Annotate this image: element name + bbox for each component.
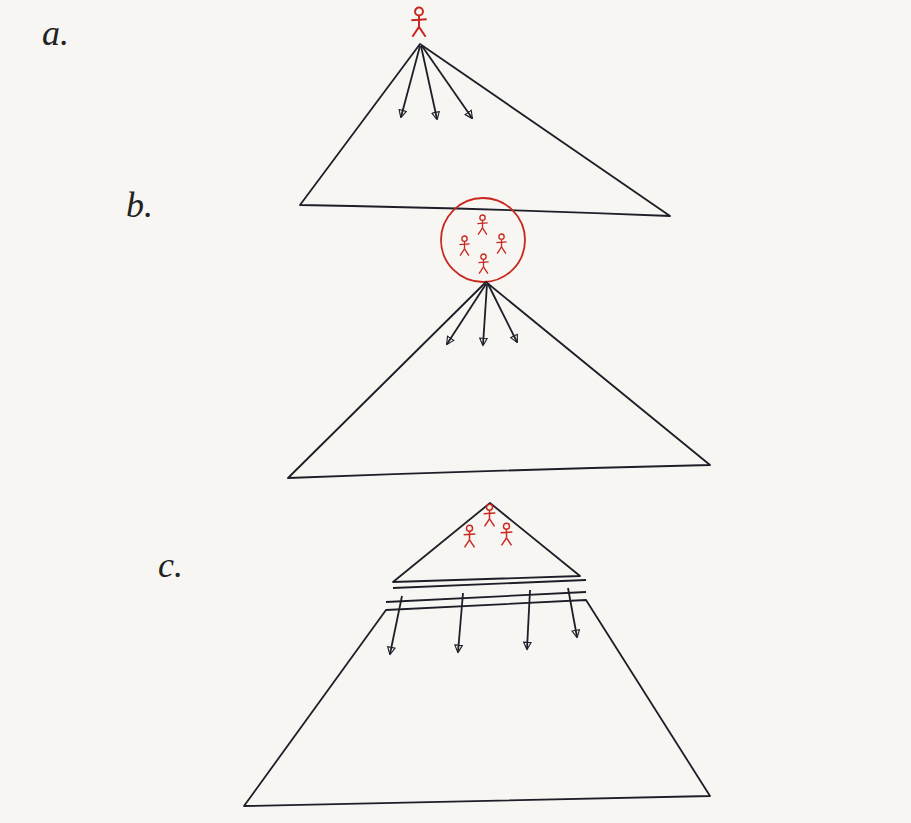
- leader-group-circle: [441, 198, 525, 282]
- leader-figure: [478, 254, 488, 274]
- leader-figure: [459, 236, 469, 256]
- leader-tier: [393, 503, 580, 582]
- arrow: [483, 284, 487, 345]
- arrow: [390, 596, 402, 654]
- panel-letter: c.: [158, 546, 183, 586]
- arrow: [422, 46, 472, 118]
- pyramid: [288, 282, 710, 478]
- panel-c: [244, 503, 710, 806]
- leader-figure: [496, 234, 506, 254]
- band-line: [393, 580, 586, 588]
- arrow: [401, 46, 420, 117]
- leader-figure: [477, 215, 487, 235]
- panel-letter: b.: [126, 186, 153, 226]
- pyramid: [300, 44, 670, 216]
- arrow: [568, 588, 577, 637]
- leader-figure: [484, 504, 496, 526]
- leader-figure: [411, 8, 426, 37]
- arrow: [488, 284, 517, 342]
- leader-figure: [464, 525, 476, 547]
- band-line: [386, 592, 586, 602]
- arrow: [447, 284, 486, 344]
- arrow: [458, 593, 463, 652]
- panel-b: [288, 198, 710, 478]
- pyramid-base: [244, 600, 710, 806]
- arrow: [527, 590, 530, 649]
- panel-a: [300, 8, 670, 216]
- leader-figure: [501, 523, 513, 545]
- panel-letter: a.: [42, 14, 69, 54]
